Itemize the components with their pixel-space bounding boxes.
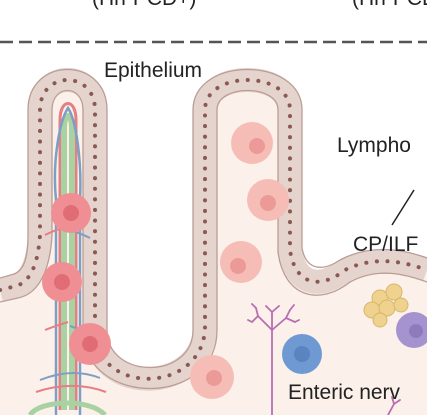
epithelium-inner-edge xyxy=(0,89,427,390)
immune-cell-light-4 xyxy=(190,355,234,399)
immune-cell-purple xyxy=(396,312,427,348)
blood-vessel-red xyxy=(58,102,78,410)
epithelium-label: Epithelium xyxy=(104,59,203,82)
cp-ilf-label: CP/ILF xyxy=(353,233,419,256)
enteric-neuron xyxy=(247,303,300,415)
immune-cell-blue xyxy=(282,334,322,374)
cp-ilf-pointer xyxy=(391,189,415,226)
lymphoid-label: Lympho xyxy=(337,134,411,157)
immune-cell-pink-3 xyxy=(69,323,111,365)
header-right-label: (Hh-PCD+ xyxy=(352,0,427,9)
vessel-branch-red-2 xyxy=(44,321,69,331)
immune-cell-light-2 xyxy=(247,179,289,221)
epithelium-nuclei xyxy=(0,78,427,381)
header-left-label: (Hh-PCD+) xyxy=(92,0,196,9)
immune-cell-pink-1 xyxy=(51,193,91,233)
submucosa-arc-green xyxy=(27,400,107,415)
immune-cell-light-1 xyxy=(231,122,273,164)
enteric-neuron-2 xyxy=(387,396,401,415)
epithelium-outer-edge xyxy=(0,68,427,369)
enteric-nerve-label: Enteric nerv xyxy=(288,381,401,404)
vessel-loop-bottom xyxy=(39,372,101,381)
lymphoid-cluster xyxy=(363,283,409,328)
vessel-loop-bottom-red xyxy=(35,385,107,393)
immune-cell-pink-2 xyxy=(42,262,82,302)
immune-cell-light-3 xyxy=(220,241,262,283)
lymphatic-vessel-green xyxy=(61,113,75,410)
blood-vessel-blue xyxy=(53,105,82,415)
